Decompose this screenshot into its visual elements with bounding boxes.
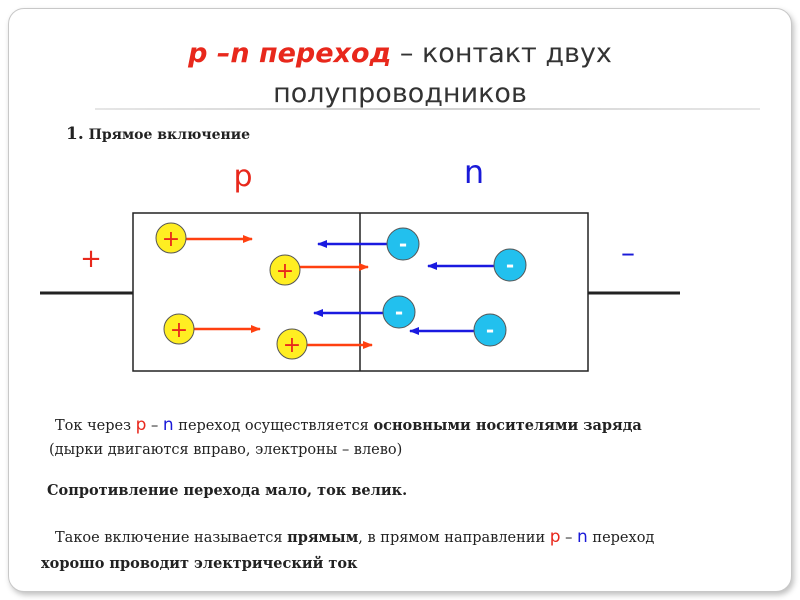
title-term: переход <box>249 38 392 69</box>
electron-symbol: - <box>395 300 403 324</box>
hole-carrier: + <box>269 254 301 286</box>
hole-symbol: + <box>162 227 180 252</box>
p1-dash: – <box>146 418 163 434</box>
electron-symbol: - <box>399 232 407 256</box>
hole-carrier: + <box>155 222 187 254</box>
section-heading: 1. Прямое включение <box>66 124 250 144</box>
p3-line2: хорошо проводит электрический ток <box>41 555 358 572</box>
paragraph-majority-carriers: Ток через p – n переход осуществляется о… <box>49 413 642 462</box>
hole-carrier: + <box>163 313 195 345</box>
p1-text-b: переход осуществляется <box>173 418 374 434</box>
electron-carrier: - <box>386 227 420 261</box>
electron-carrier: - <box>473 313 507 347</box>
hole-symbol: + <box>170 318 188 343</box>
p3-dash: – <box>560 530 578 546</box>
positive-terminal-sign: + <box>80 244 102 274</box>
p1-line2: (дырки двигаются вправо, электроны – вле… <box>49 442 403 458</box>
title-rest-line1: – контакт двух <box>391 38 612 69</box>
p3-n-letter: n <box>577 527 588 547</box>
negative-terminal-sign: – <box>621 236 635 269</box>
title-pn: p –n <box>188 38 250 69</box>
p3-bold: прямым <box>287 529 359 546</box>
p-region-label: p <box>233 159 252 194</box>
title-rest-line2: полупроводников <box>273 78 527 109</box>
p3-p-letter: p <box>549 527 561 547</box>
section-number: 1. <box>66 124 84 144</box>
p1-n-letter: n <box>162 415 174 435</box>
hole-symbol: + <box>276 259 294 284</box>
p3-text-c: переход <box>587 530 655 546</box>
hole-symbol: + <box>283 333 301 358</box>
p1-text-a: Ток через <box>55 418 136 434</box>
electron-symbol: - <box>506 253 514 277</box>
title-highlight: p –n переход <box>188 38 391 69</box>
paragraph-resistance: Сопротивление перехода мало, ток велик. <box>47 482 408 499</box>
section-text: Прямое включение <box>83 127 251 143</box>
paragraph-forward-bias: Такое включение называется прямым, в пря… <box>41 524 655 577</box>
electron-carrier: - <box>382 295 416 329</box>
electron-symbol: - <box>486 318 494 342</box>
n-region-label: n <box>464 153 484 191</box>
p3-text-a: Такое включение называется <box>55 530 288 546</box>
electron-carrier: - <box>493 248 527 282</box>
slide-title: p –n переход – контакт двух полупроводни… <box>90 34 710 114</box>
p1-bold: основными носителями заряда <box>373 417 642 434</box>
title-divider <box>95 108 760 110</box>
p1-p-letter: p <box>135 415 147 435</box>
hole-carrier: + <box>276 328 308 360</box>
p3-text-b: , в прямом направлении <box>358 530 550 546</box>
